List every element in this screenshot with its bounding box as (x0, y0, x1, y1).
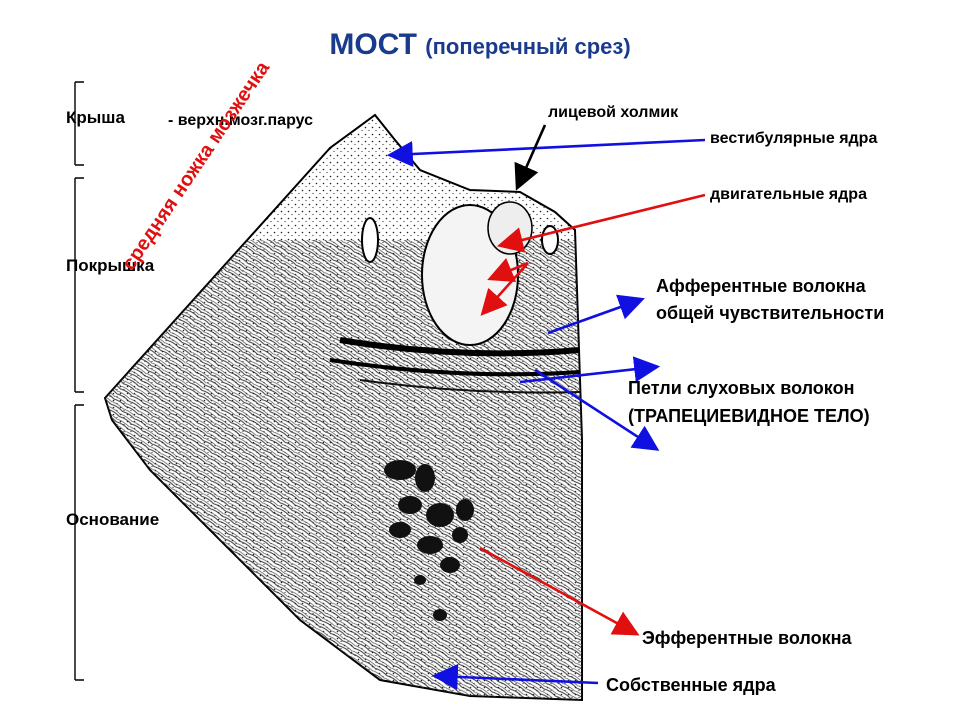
label-own-nuclei: Собственные ядра (606, 675, 776, 695)
arrow-own-nuclei (431, 663, 599, 690)
arrow-motor-3 (487, 258, 529, 282)
label-facial-colliculus: лицевой холмик (548, 104, 679, 121)
pontine-nuclei (384, 460, 474, 621)
region-base: Основание (66, 510, 160, 529)
label-loops-1: Петли слуховых волокон (628, 378, 855, 398)
label-afferent-2: общей чувствительности (656, 303, 885, 323)
arrows (386, 124, 706, 690)
arrow-loops-2 (534, 368, 660, 451)
arrow-facial-colliculus (514, 124, 547, 191)
arrow-motor-2 (480, 262, 529, 316)
region-tegmentum: Покрышка (66, 256, 155, 275)
label-motor-nuclei: двигательные ядра (710, 186, 867, 203)
arrow-afferent (547, 294, 645, 335)
label-efferent: Эфферентные волокна (642, 628, 852, 648)
label-vestibular-nuclei: вестибулярные ядра (710, 130, 878, 147)
region-brackets (74, 81, 84, 681)
arrow-loops-1 (519, 356, 661, 384)
label-afferent-1: Афферентные волокна (656, 276, 866, 296)
region-roof: Крыша (66, 108, 125, 127)
arrow-motor-1 (496, 193, 706, 253)
arrow-efferent (479, 546, 640, 636)
label-velum: - верхн.мозг.парус (168, 112, 314, 129)
arrow-vestibular (386, 138, 706, 167)
title-sub: (поперечный срез) (425, 34, 631, 59)
label-loops-2: (ТРАПЕЦИЕВИДНОЕ ТЕЛО) (628, 406, 870, 426)
page-title: МОСТ (поперечный срез) (0, 28, 960, 62)
title-main: МОСТ (329, 28, 417, 61)
